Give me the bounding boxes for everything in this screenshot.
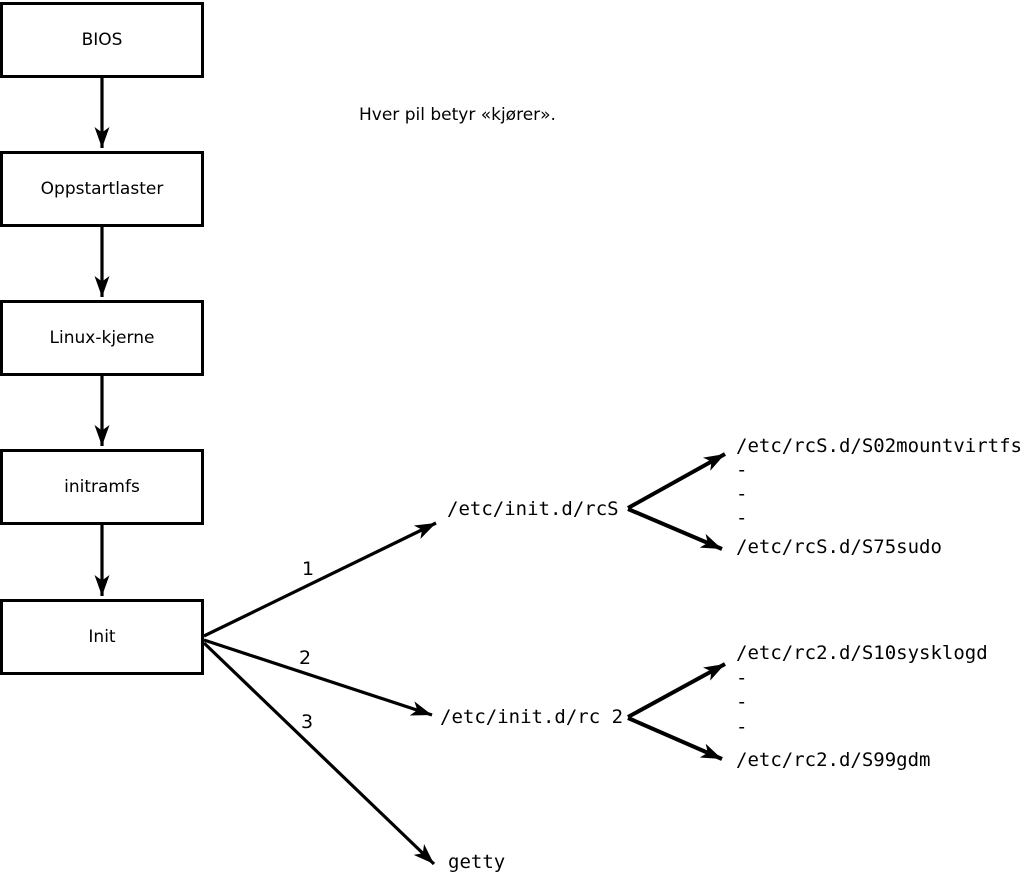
label-rc2-ellipsis-dash: - [736, 716, 748, 738]
label-rcs-ellipsis-dash: - [736, 507, 748, 529]
label-rc2-script-s10sysklogd: /etc/rc2.d/S10sysklogd [736, 642, 988, 664]
label-rc2-ellipsis-dash: - [736, 667, 748, 689]
arrow-init-to-rcs [203, 521, 437, 638]
label-rc2-script-s99gdm: /etc/rc2.d/S99gdm [736, 749, 931, 771]
box-bootloader: Oppstartlaster [0, 151, 204, 227]
arrow-rcs-to-s75sudo [627, 507, 723, 551]
label-rcs-script-s02mountvirtfs: /etc/rcS.d/S02mountvirtfs [736, 435, 1022, 457]
box-initramfs: initramfs [0, 449, 204, 525]
box-bios-label: BIOS [81, 29, 123, 50]
caption-arrow-meaning: Hver pil betyr «kjører». [359, 105, 556, 125]
label-init-d-rc2: /etc/init.d/rc 2 [440, 706, 624, 728]
arrow-rcs-to-s02mountvirtfs [627, 452, 726, 510]
label-rc2-ellipsis-dash: - [736, 691, 748, 713]
label-rcs-script-s75sudo: /etc/rcS.d/S75sudo [736, 536, 942, 558]
box-init-label: Init [88, 626, 116, 647]
label-rcs-ellipsis-dash: - [736, 459, 748, 481]
branch-number-2: 2 [299, 647, 312, 669]
box-linux-kernel: Linux-kjerne [0, 300, 204, 376]
arrow-rc2-to-s10sysklogd [627, 662, 726, 719]
arrow-init-to-getty [202, 641, 436, 866]
label-getty: getty [448, 851, 506, 873]
label-init-d-rcs: /etc/init.d/rcS [447, 498, 619, 520]
arrow-init-to-rc2 [203, 638, 433, 717]
label-rcs-ellipsis-dash: - [736, 483, 748, 505]
box-init: Init [0, 599, 204, 675]
box-linux-kernel-label: Linux-kjerne [49, 327, 155, 348]
box-initramfs-label: initramfs [64, 476, 140, 497]
box-bootloader-label: Oppstartlaster [40, 178, 164, 199]
branch-number-1: 1 [302, 558, 315, 580]
box-bios: BIOS [0, 2, 204, 78]
branch-number-3: 3 [301, 711, 314, 733]
arrow-rc2-to-s99gdm [627, 716, 723, 761]
